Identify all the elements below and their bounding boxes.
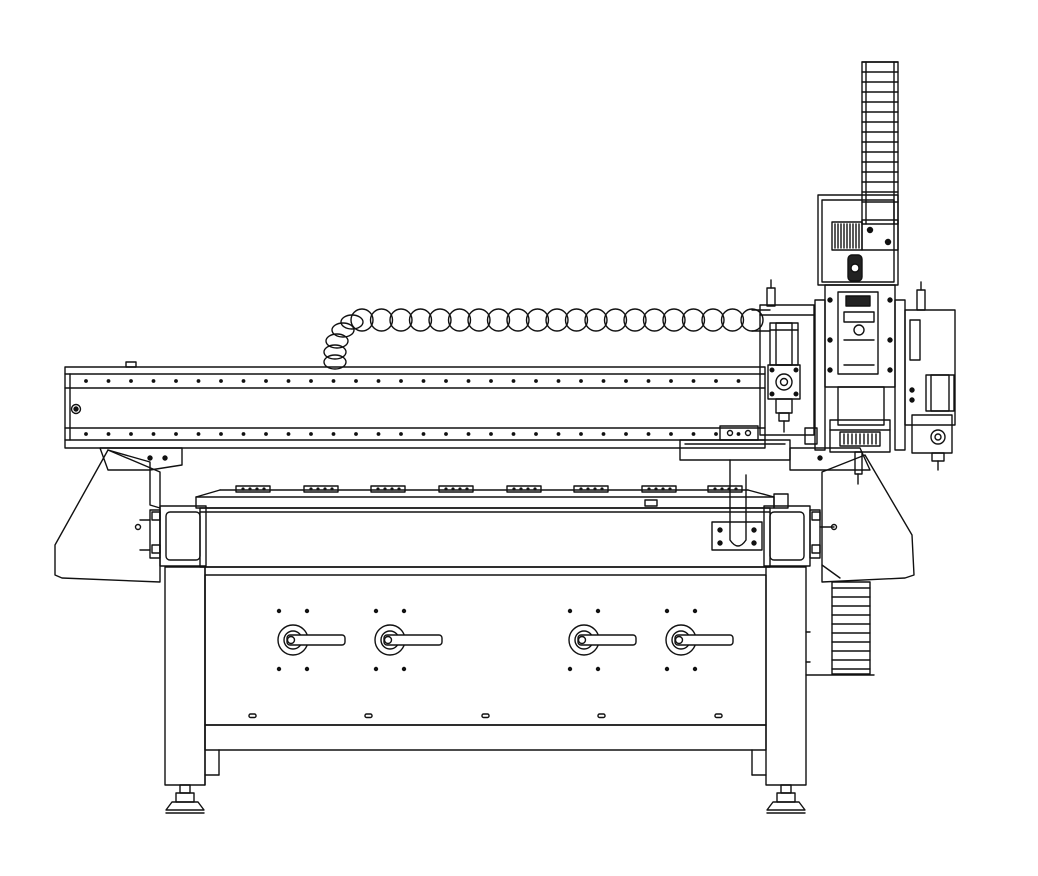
beam-end-bolt xyxy=(72,405,81,414)
rail-bolts xyxy=(84,379,741,436)
panel-latch-handle xyxy=(664,608,733,672)
gantry-left-bracket xyxy=(100,448,182,470)
right-side-guard xyxy=(810,455,914,582)
left-corner-post xyxy=(160,506,206,566)
center-tool-bracket xyxy=(680,426,790,550)
gantry-beam xyxy=(65,362,765,448)
vertical-cable-chain xyxy=(862,62,898,224)
front-cross-beam xyxy=(200,508,770,567)
panel-latch-handle xyxy=(373,608,442,672)
main-spindle-tool xyxy=(855,452,862,474)
right-foot xyxy=(767,785,805,813)
lower-stretcher xyxy=(205,725,766,750)
spindle-housing xyxy=(838,387,884,425)
z-axis-carriage xyxy=(805,195,905,484)
table-top xyxy=(160,486,810,567)
right-tool-head xyxy=(905,282,955,470)
lower-cable-chain xyxy=(806,582,874,675)
panel-handles xyxy=(276,608,733,672)
panel-latch-handle xyxy=(276,608,345,672)
left-side-guard xyxy=(55,450,160,582)
panel-latch-handle xyxy=(567,608,636,672)
machine-base xyxy=(165,567,806,813)
panel-slots xyxy=(249,714,722,718)
gantry-right-bracket xyxy=(790,448,870,470)
right-leg xyxy=(766,567,806,785)
gantry-cable-carrier xyxy=(324,309,770,369)
hold-down-clamps xyxy=(236,486,742,492)
left-leg xyxy=(165,567,205,785)
right-tool-motor xyxy=(926,375,954,411)
work-surface xyxy=(196,497,774,508)
front-panel xyxy=(205,575,766,725)
right-corner-post xyxy=(764,506,810,566)
left-tool-head xyxy=(760,280,814,435)
left-foot xyxy=(166,785,204,813)
